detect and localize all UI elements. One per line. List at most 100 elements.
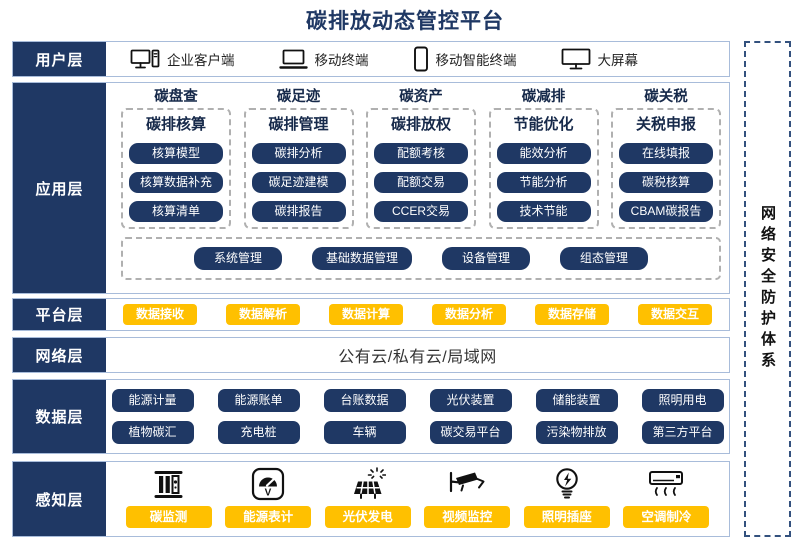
solar-panel-icon (349, 465, 387, 501)
app-column-carbon-footprint: 碳足迹 碳排管理 碳排分析 碳足迹建模 碳排报告 (243, 87, 354, 229)
sense-item-energy-meter: V 能源表计 (225, 465, 312, 528)
light-bulb-icon (554, 465, 580, 501)
user-layer-content: 企业客户端 移动终端 移动智能终端 (106, 42, 729, 76)
data-source-chip: 车辆 (323, 421, 406, 444)
sense-label: 空调制冷 (623, 506, 710, 528)
svg-text:V: V (265, 488, 272, 499)
app-module-chip: 在线填报 (619, 143, 713, 164)
column-header: 碳盘查 (154, 89, 198, 105)
column-header: 碳关税 (644, 89, 688, 105)
data-source-chip: 台账数据 (323, 389, 406, 412)
application-layer-band: 应用层 碳盘查 碳排核算 核算模型 核算数据补充 核算清单 碳足迹 碳排管理 (12, 82, 730, 294)
data-source-chip: 能源账单 (217, 389, 300, 412)
desktop-computer-icon (130, 48, 160, 71)
perception-layer-band: 感知层 碳监测 (12, 461, 730, 537)
app-module-chip: 能效分析 (496, 143, 591, 164)
energy-meter-icon: V (251, 465, 285, 501)
user-item-mobile-terminal: 移动终端 (278, 49, 369, 70)
platform-chip: 数据分析 (432, 304, 506, 325)
user-item-label: 移动智能终端 (435, 53, 517, 68)
column-header: 碳减排 (521, 89, 566, 105)
user-item-smart-mobile-terminal: 移动智能终端 (413, 46, 517, 72)
air-conditioner-icon (648, 465, 684, 501)
platform-layer-band: 平台层 数据接收 数据解析 数据计算 数据分析 数据存储 数据交互 (12, 298, 730, 331)
app-module-chip: 碳足迹建模 (251, 172, 346, 193)
column-box: 碳排管理 碳排分析 碳足迹建模 碳排报告 (243, 108, 354, 229)
common-management-box: 系统管理 基础数据管理 设备管理 组态管理 (121, 237, 721, 280)
sense-item-air-conditioning: 空调制冷 (623, 465, 710, 528)
app-column-carbon-reduction: 碳减排 节能优化 能效分析 节能分析 技术节能 (488, 87, 599, 229)
data-source-row: 植物碳汇 充电桩 车辆 碳交易平台 污染物排放 第三方平台 (106, 421, 729, 444)
cctv-camera-icon (447, 465, 487, 501)
page-title: 碳排放动态管控平台 (306, 10, 504, 33)
column-box-title: 碳排放权 (390, 116, 451, 133)
platform-layer-label: 平台层 (13, 299, 106, 330)
data-source-chip: 植物碳汇 (111, 421, 194, 444)
column-box: 节能优化 能效分析 节能分析 技术节能 (488, 108, 599, 229)
data-source-chip: 能源计量 (111, 389, 194, 412)
sense-label: 视频监控 (424, 506, 511, 528)
app-column-carbon-inventory: 碳盘查 碳排核算 核算模型 核算数据补充 核算清单 (121, 87, 231, 229)
app-module-chip: 碳排报告 (251, 201, 346, 222)
user-layer-band: 用户层 企业客户端 (12, 41, 730, 77)
user-item-label: 大屏幕 (597, 53, 639, 68)
app-module-chip: CCER交易 (374, 201, 468, 222)
user-item-label: 移动终端 (314, 53, 369, 68)
column-box-title: 节能优化 (513, 116, 574, 133)
sense-item-lighting-socket: 照明插座 (523, 465, 610, 528)
app-module-chip: 核算模型 (129, 143, 223, 164)
app-module-chip: 配额交易 (374, 172, 468, 193)
common-module-chip: 组态管理 (560, 247, 649, 270)
app-module-chip: CBAM碳报告 (619, 201, 713, 222)
data-source-chip: 储能装置 (535, 389, 618, 412)
data-source-chip: 第三方平台 (641, 421, 724, 444)
data-source-chip: 碳交易平台 (429, 421, 512, 444)
app-module-chip: 核算清单 (129, 201, 223, 222)
application-layer-label: 应用层 (13, 83, 106, 293)
column-header: 碳足迹 (276, 89, 321, 105)
common-module-chip: 基础数据管理 (311, 247, 412, 270)
sense-label: 照明插座 (523, 506, 610, 528)
sense-label: 光伏发电 (324, 506, 411, 528)
laptop-icon (278, 49, 308, 70)
column-header: 碳资产 (399, 89, 443, 105)
user-item-label: 企业客户端 (167, 53, 235, 68)
column-box-title: 关税申报 (635, 116, 696, 133)
app-module-chip: 配额考核 (374, 143, 468, 164)
platform-chip: 数据计算 (329, 304, 403, 325)
security-system-text: 网络安全防护体系 (759, 205, 776, 373)
column-box: 碳排核算 核算模型 核算数据补充 核算清单 (121, 108, 231, 229)
platform-chip: 数据存储 (535, 304, 609, 325)
application-columns: 碳盘查 碳排核算 核算模型 核算数据补充 核算清单 碳足迹 碳排管理 碳排分析 … (121, 87, 721, 229)
sense-label: 能源表计 (225, 506, 312, 528)
app-module-chip: 碳税核算 (619, 172, 713, 193)
column-box-title: 碳排核算 (145, 116, 206, 133)
carbon-monitor-icon (152, 465, 185, 501)
network-layer-band: 网络层 公有云/私有云/局域网 (12, 337, 730, 373)
platform-layer-content: 数据接收 数据解析 数据计算 数据分析 数据存储 数据交互 (106, 299, 729, 330)
column-box: 关税申报 在线填报 碳税核算 CBAM碳报告 (611, 108, 721, 229)
data-layer-band: 数据层 能源计量 能源账单 台账数据 光伏装置 储能装置 照明用电 植物碳汇 充… (12, 379, 730, 454)
sense-label: 碳监测 (125, 506, 212, 528)
app-module-chip: 碳排分析 (251, 143, 346, 164)
perception-layer-label: 感知层 (13, 462, 106, 536)
data-source-row: 能源计量 能源账单 台账数据 光伏装置 储能装置 照明用电 (106, 389, 729, 412)
data-source-chip: 充电桩 (217, 421, 300, 444)
network-layer-text: 公有云/私有云/局域网 (338, 349, 497, 366)
common-module-chip: 系统管理 (193, 247, 282, 270)
data-source-chip: 照明用电 (641, 389, 724, 412)
app-module-chip: 核算数据补充 (129, 172, 223, 193)
application-layer-content: 碳盘查 碳排核算 核算模型 核算数据补充 核算清单 碳足迹 碳排管理 碳排分析 … (106, 83, 729, 293)
user-item-big-screen: 大屏幕 (561, 47, 639, 71)
platform-chip: 数据解析 (226, 304, 300, 325)
security-system-box: 网络安全防护体系 (744, 41, 791, 537)
data-layer-label: 数据层 (13, 380, 106, 453)
app-column-carbon-asset: 碳资产 碳排放权 配额考核 配额交易 CCER交易 (366, 87, 476, 229)
data-layer-content: 能源计量 能源账单 台账数据 光伏装置 储能装置 照明用电 植物碳汇 充电桩 车… (106, 380, 729, 453)
user-layer-label: 用户层 (13, 42, 106, 76)
perception-layer-content: 碳监测 V 能源表计 (106, 462, 729, 536)
smartphone-icon (413, 46, 429, 72)
app-module-chip: 节能分析 (496, 172, 591, 193)
user-item-enterprise-client: 企业客户端 (130, 48, 235, 71)
